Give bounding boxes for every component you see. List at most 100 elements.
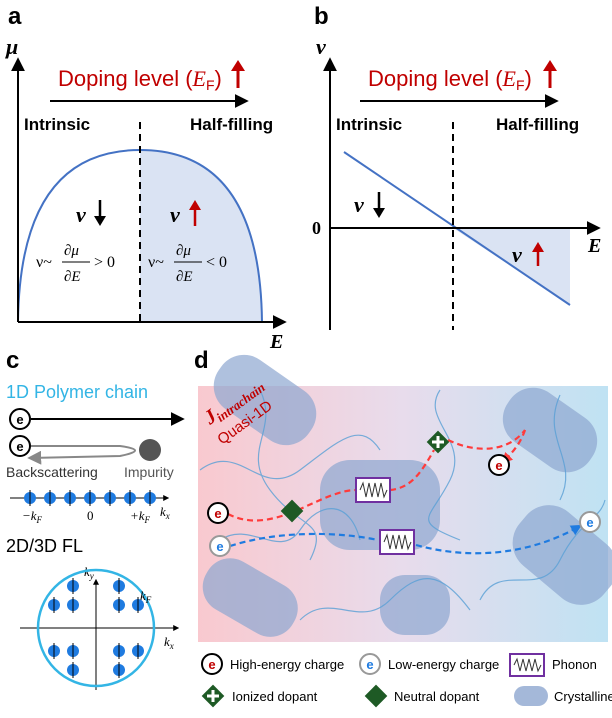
low-energy-electron-start: e: [209, 535, 231, 557]
nu-label-right-a: ν: [170, 202, 180, 227]
polymer-chain-title: 1D Polymer chain: [6, 382, 148, 402]
panel-label-c: c: [6, 347, 19, 374]
fermi-surface-circle: [36, 568, 156, 688]
legend-crystalline-icon: [514, 686, 548, 706]
polymer-chain: [553, 394, 567, 501]
legend-low-energy-label: Low-energy charge: [388, 657, 499, 672]
high-energy-electron-end: e: [488, 454, 510, 476]
legend-neutral-label: Neutral dopant: [394, 689, 480, 704]
legend-phonon-label: Phonon: [552, 657, 597, 672]
electron-icon-backscatter: [9, 435, 31, 457]
e-axis-label-a: E: [269, 331, 283, 353]
high-energy-path-end: [501, 429, 527, 464]
legend-ionized-label: Ionized dopant: [232, 689, 318, 704]
ky-label: ky: [84, 564, 94, 581]
high-energy-e: e: [214, 506, 221, 521]
ionized-dopant-icon: [426, 430, 450, 454]
crystalline-domain: [502, 387, 598, 473]
doping-level-label-a: Doping level (EF): [58, 66, 222, 93]
formula-right-ineq: < 0: [206, 254, 227, 271]
half-filling-label-b: Half-filling: [496, 115, 579, 134]
high-energy-ring: [488, 454, 510, 476]
intrinsic-label-b: Intrinsic: [336, 115, 402, 134]
zero-label-b: 0: [312, 218, 321, 238]
phonon-spring: [383, 533, 412, 551]
legend-phonon-spring: [513, 657, 542, 673]
low-energy-ring: [579, 511, 601, 533]
mu-axis-label: μ: [5, 34, 18, 59]
legend-low-energy-e: e: [366, 657, 373, 672]
low-energy-path: [229, 526, 580, 555]
electron-label-forward: e: [16, 412, 23, 427]
panel-label-b: b: [314, 3, 329, 30]
high-energy-electron-start: e: [207, 502, 229, 524]
impurity-icon: [139, 439, 161, 461]
doping-up-arrow-head-b: [543, 60, 557, 71]
phonon-icon: [355, 477, 391, 503]
electron-icon-forward: [9, 408, 31, 430]
nu-down-arrow-head-a: [94, 216, 106, 226]
phonon-icon: [379, 529, 415, 555]
fl-title: 2D/3D FL: [6, 536, 83, 556]
panel-c: c 1D Polymer chain e e Backscattering Im…: [6, 347, 185, 690]
legend-high-energy-e: e: [208, 657, 215, 672]
low-energy-e: e: [216, 539, 223, 554]
legend-low-energy-icon: [359, 653, 381, 675]
nu-up-arrow-head-a: [189, 200, 201, 210]
minus-kf-label: −kF: [22, 508, 43, 525]
plus-kf-label: +kF: [130, 508, 151, 525]
half-filling-label-a: Half-filling: [190, 115, 273, 134]
polymer-chain: [219, 508, 361, 543]
panel-label-d: d: [194, 347, 209, 374]
polymer-chain: [428, 389, 461, 541]
spin-arrows: [29, 490, 151, 506]
formula-right-num: ∂μ: [176, 243, 191, 259]
kf-label-2d: kF: [140, 588, 152, 605]
plus-icon: [432, 436, 444, 448]
nu-up-arrow-head-b: [532, 242, 544, 252]
e-axis-label-b: E: [587, 235, 601, 257]
panel-label-a: a: [8, 3, 22, 30]
formula-left-num: ∂μ: [64, 243, 79, 259]
crystalline-domains: [202, 354, 612, 637]
nu-axis-label: ν: [316, 34, 326, 59]
kx-label-1d: kx: [160, 504, 170, 521]
phonon-spring: [359, 481, 388, 499]
backscatter-arrow: [27, 445, 136, 465]
doping-level-label-b: Doping level (EF): [368, 66, 532, 93]
crystalline-domain: [202, 558, 298, 637]
low-energy-electron-end: e: [579, 511, 601, 533]
formula-left: ν~ ∂μ ∂E > 0: [36, 243, 115, 285]
formula-left-lead: ν~: [36, 254, 52, 271]
high-energy-e: e: [495, 458, 502, 473]
legend-plus-icon: [207, 690, 219, 702]
legend-neutral-icon: [364, 684, 388, 708]
impurity-label: Impurity: [124, 464, 174, 480]
crystalline-domain: [213, 354, 317, 446]
spin-dots-2d: [48, 578, 144, 678]
low-energy-e: e: [586, 515, 593, 530]
legend-crystalline-label: Crystalline domain: [554, 689, 612, 704]
doping-up-arrow-head-a: [231, 60, 245, 71]
neutral-dopant-icon: [280, 499, 304, 523]
legend-high-energy-icon: [201, 653, 223, 675]
formula-left-den: ∂E: [64, 269, 81, 285]
backscattering-label: Backscattering: [6, 464, 98, 480]
negative-nu-region: [140, 150, 262, 322]
formula-right-den: ∂E: [176, 269, 193, 285]
high-energy-ring: [207, 502, 229, 524]
intrinsic-label-a: Intrinsic: [24, 115, 90, 134]
kx-label-2d: kx: [164, 634, 174, 651]
formula-left-ineq: > 0: [94, 254, 115, 271]
formula-right-lead: ν~: [148, 254, 164, 271]
electron-label-backscatter: e: [16, 439, 23, 454]
polymer-chains: [199, 389, 606, 621]
low-energy-ring: [209, 535, 231, 557]
nu-down-arrow-head-b: [373, 208, 385, 218]
legend: e High-energy charge e Low-energy charge…: [201, 653, 612, 708]
panel-d: d Jintrachain Quasi-1D: [194, 347, 612, 642]
legend-high-energy-label: High-energy charge: [230, 657, 344, 672]
formula-right: ν~ ∂μ ∂E < 0: [148, 243, 227, 285]
polymer-chain: [257, 389, 318, 561]
